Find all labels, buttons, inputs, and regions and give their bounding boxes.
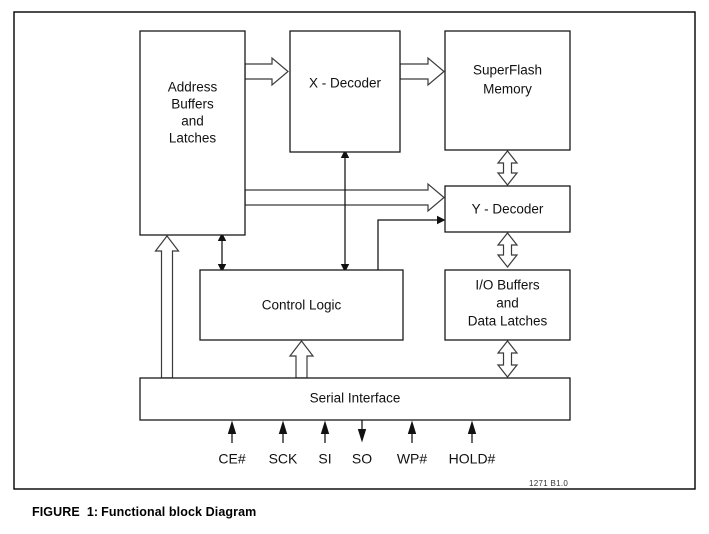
figure-caption-prefix: FIGURE — [32, 505, 80, 519]
block-label-x-decoder: X - Decoder — [309, 76, 382, 91]
block-label-io-buffers-line2: and — [496, 296, 519, 311]
block-label-serial-interface: Serial Interface — [310, 391, 401, 406]
connector-layer — [154, 56, 519, 379]
signal-label-ce: CE# — [218, 451, 245, 467]
part-revision-code: 1271 B1.0 — [529, 479, 568, 488]
signal-label-hold: HOLD# — [449, 451, 496, 467]
signal-label-wp: WP# — [397, 451, 428, 467]
signal-pin-si: SI — [318, 420, 332, 467]
signal-pin-sck: SCK — [269, 420, 298, 467]
block-label-y-decoder: Y - Decoder — [472, 202, 544, 217]
figure-caption: FIGURE 1:Functional block Diagram — [32, 505, 256, 519]
figure-caption-number: 1: — [86, 505, 99, 519]
signal-label-so: SO — [352, 451, 372, 467]
block-y-decoder[interactable]: Y - Decoder — [444, 185, 571, 233]
block-label-superflash-line1: SuperFlash — [473, 63, 542, 78]
arrow-memory-ydecoder-bidir — [496, 150, 519, 186]
block-label-address-buffers-line3: and — [181, 114, 204, 129]
wire-control-to-ydecoder — [377, 215, 446, 270]
block-label-io-buffers-line3: Data Latches — [468, 314, 548, 329]
figure-caption-title: Functional block Diagram — [101, 505, 257, 519]
block-label-control-logic: Control Logic — [262, 298, 342, 313]
signal-pin-so: SO — [352, 420, 372, 467]
block-label-superflash-line2: Memory — [483, 82, 532, 97]
block-io-buffers[interactable]: I/O Buffers and Data Latches — [444, 269, 571, 341]
arrow-xdecoder-to-memory — [399, 56, 445, 87]
arrow-address-to-xdecoder — [244, 56, 289, 87]
block-address-buffers[interactable]: Address Buffers and Latches — [139, 30, 246, 236]
block-label-address-buffers-line4: Latches — [169, 131, 217, 146]
block-serial-interface[interactable]: Serial Interface — [139, 377, 571, 421]
arrow-ydecoder-iobuffers-bidir — [496, 232, 519, 268]
block-label-io-buffers-line1: I/O Buffers — [475, 278, 540, 293]
signal-label-si: SI — [318, 451, 331, 467]
signal-pin-wp: WP# — [397, 420, 428, 467]
block-superflash-memory[interactable]: SuperFlash Memory — [444, 30, 571, 151]
wire-control-address-bidir — [217, 232, 227, 273]
block-control-logic[interactable]: Control Logic — [199, 269, 404, 341]
signal-pin-hold: HOLD# — [449, 420, 496, 467]
signal-label-sck: SCK — [269, 451, 298, 467]
block-x-decoder[interactable]: X - Decoder — [289, 30, 401, 153]
block-label-address-buffers-line1: Address — [168, 80, 218, 95]
arrow-iobuffers-serial-bidir — [496, 340, 519, 378]
signal-pin-ce: CE# — [218, 420, 246, 467]
wire-control-xdecoder-bidir — [340, 149, 350, 273]
block-label-address-buffers-line2: Buffers — [171, 97, 214, 112]
